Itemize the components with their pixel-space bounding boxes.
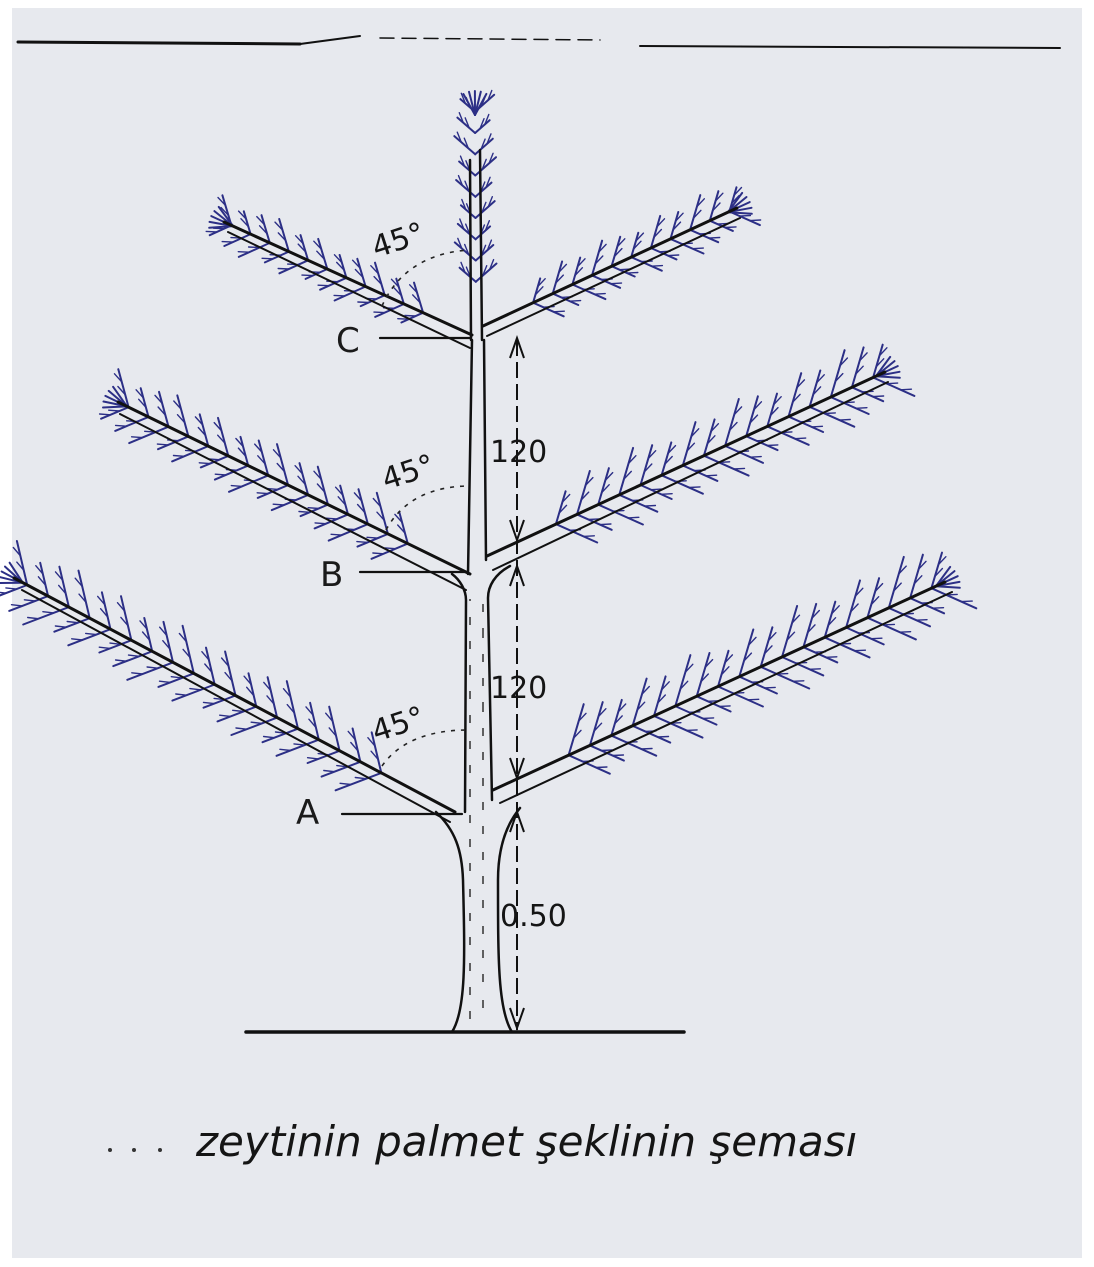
angle-label-b: 45° [378,448,439,498]
label-c: C [336,321,360,361]
foliage [0,91,976,791]
angle-label-c: 45° [368,216,429,266]
caption-dots [108,1148,162,1152]
trunk-stipple [469,599,484,1019]
leader-lines [342,338,470,814]
dimension-b-a: 120 [490,671,547,706]
diagram-caption: zeytinin palmet şeklinin şeması [195,1117,857,1166]
top-border-line [18,36,1060,48]
label-a: A [296,793,319,833]
dimension-c-b: 120 [490,435,547,470]
label-b: B [320,555,343,595]
dimension-a-ground: 0.50 [500,899,567,934]
angle-label-a: 45° [368,700,429,750]
